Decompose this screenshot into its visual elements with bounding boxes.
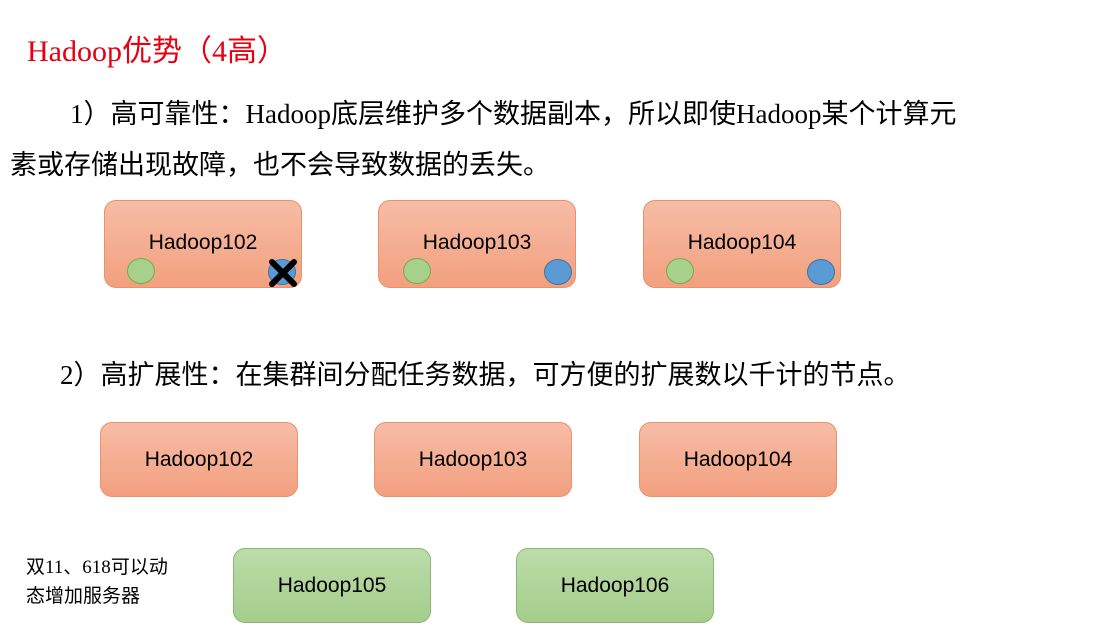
reliability-text-part1: 底层维护多个数据副本，所以即使 [330, 99, 736, 130]
note-line2: 态增加服务器 [26, 585, 141, 607]
reliability-text-hadoop-2: Hadoop [735, 99, 822, 129]
node-label: Hadoop103 [418, 447, 528, 471]
node-label: Hadoop105 [277, 573, 387, 597]
node-label: Hadoop106 [560, 573, 670, 597]
data-replica-green-icon [666, 258, 694, 284]
slide-title: Hadoop优势（4高） [27, 35, 287, 68]
note-line1: 双11、618可以动 [26, 553, 168, 582]
scalability-node-hadoop103: Hadoop103 [374, 422, 572, 497]
reliability-node-hadoop104: Hadoop104 [643, 200, 841, 288]
reliability-node-hadoop103: Hadoop103 [378, 200, 576, 288]
note-text-b: 11、618 [45, 557, 111, 578]
scalability-description: 高扩展性：在集群间分配任务数据，可方便的扩展数以千计的节点。 [100, 360, 911, 391]
scalability-node-hadoop104: Hadoop104 [639, 422, 837, 497]
reliability-heading: 高可靠性： [110, 99, 246, 130]
reliability-text-part2: 某个计算元 [821, 99, 957, 130]
node-label: Hadoop104 [687, 231, 797, 254]
reliability-number: 1） [70, 99, 111, 129]
scalability-number: 2） [60, 360, 101, 390]
node-label: Hadoop102 [144, 447, 254, 471]
scalability-node-hadoop102: Hadoop102 [100, 422, 298, 497]
data-replica-blue-icon [268, 259, 297, 287]
dynamic-scaling-note: 双11、618可以动 态增加服务器 [26, 553, 168, 610]
note-text-c: 可以动 [110, 556, 168, 578]
reliability-text-line2: 素或存储出现故障，也不会导致数据的丢失。 [10, 150, 550, 181]
data-replica-blue-icon [807, 259, 835, 285]
reliability-text-line1: 1）高可靠性：Hadoop底层维护多个数据副本，所以即使Hadoop某个计算元 [70, 90, 956, 139]
node-label: Hadoop102 [148, 231, 258, 254]
node-label: Hadoop104 [683, 447, 793, 471]
new-node-hadoop106: Hadoop106 [516, 548, 714, 623]
data-replica-green-icon [127, 258, 155, 284]
reliability-text-hadoop-1: Hadoop [245, 99, 331, 129]
note-text-a: 双 [26, 556, 46, 578]
node-label: Hadoop103 [422, 231, 532, 254]
data-replica-blue-icon [544, 259, 572, 285]
scalability-text: 2）高扩展性：在集群间分配任务数据，可方便的扩展数以千计的节点。 [60, 351, 911, 400]
reliability-node-hadoop102: Hadoop102 [104, 200, 302, 288]
failure-x-icon [269, 259, 297, 287]
data-replica-green-icon [403, 258, 431, 284]
new-node-hadoop105: Hadoop105 [233, 548, 431, 623]
